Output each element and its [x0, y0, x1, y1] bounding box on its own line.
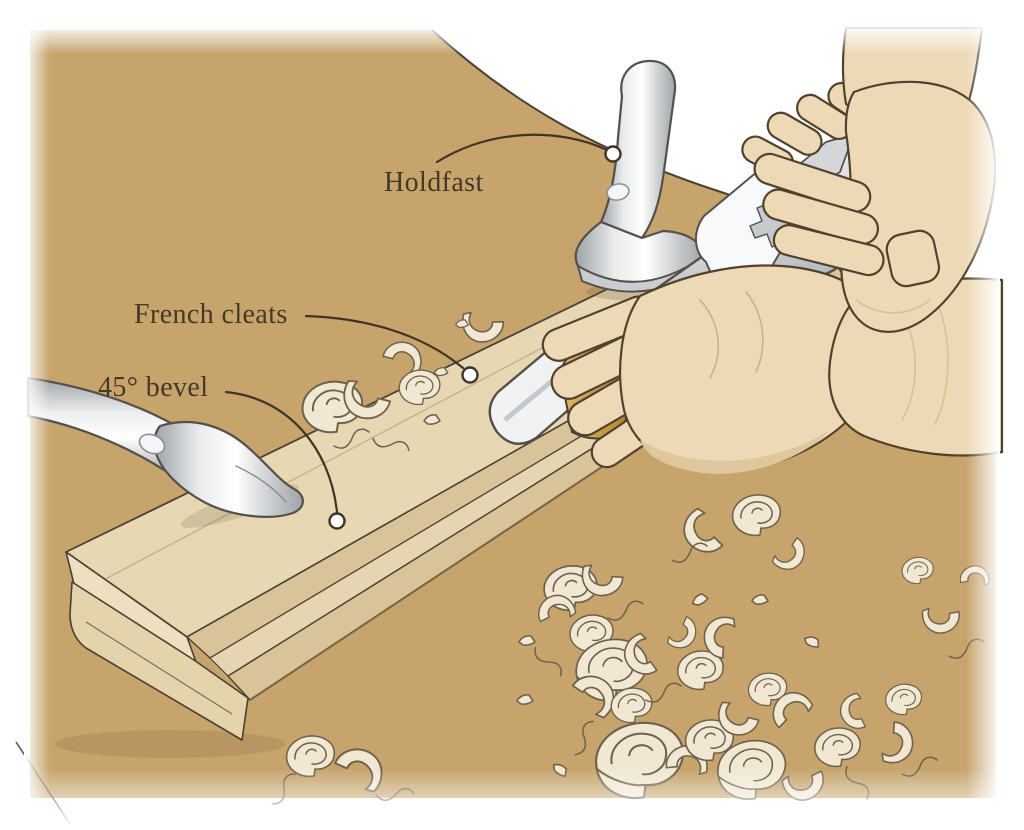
- marker-bevel: [328, 512, 346, 530]
- leader-french-cleats: [304, 314, 465, 370]
- marker-french-cleats: [461, 366, 479, 384]
- label-45-bevel: 45° bevel: [98, 372, 209, 403]
- left-hand: [541, 264, 1004, 474]
- label-french-cleats: French cleats: [134, 299, 288, 330]
- soft-edge-fades: [24, 24, 1000, 828]
- left-palm: [619, 264, 885, 473]
- finger: [772, 224, 885, 277]
- label-holdfast: Holdfast: [384, 167, 484, 198]
- fingertip: [766, 111, 823, 156]
- leader-holdfast: [435, 133, 609, 164]
- thumb: [885, 229, 941, 288]
- marker-holdfast: [604, 145, 622, 163]
- callout-leaders: [224, 133, 622, 530]
- holdfast-left: [26, 376, 304, 528]
- leader-bevel: [224, 390, 339, 514]
